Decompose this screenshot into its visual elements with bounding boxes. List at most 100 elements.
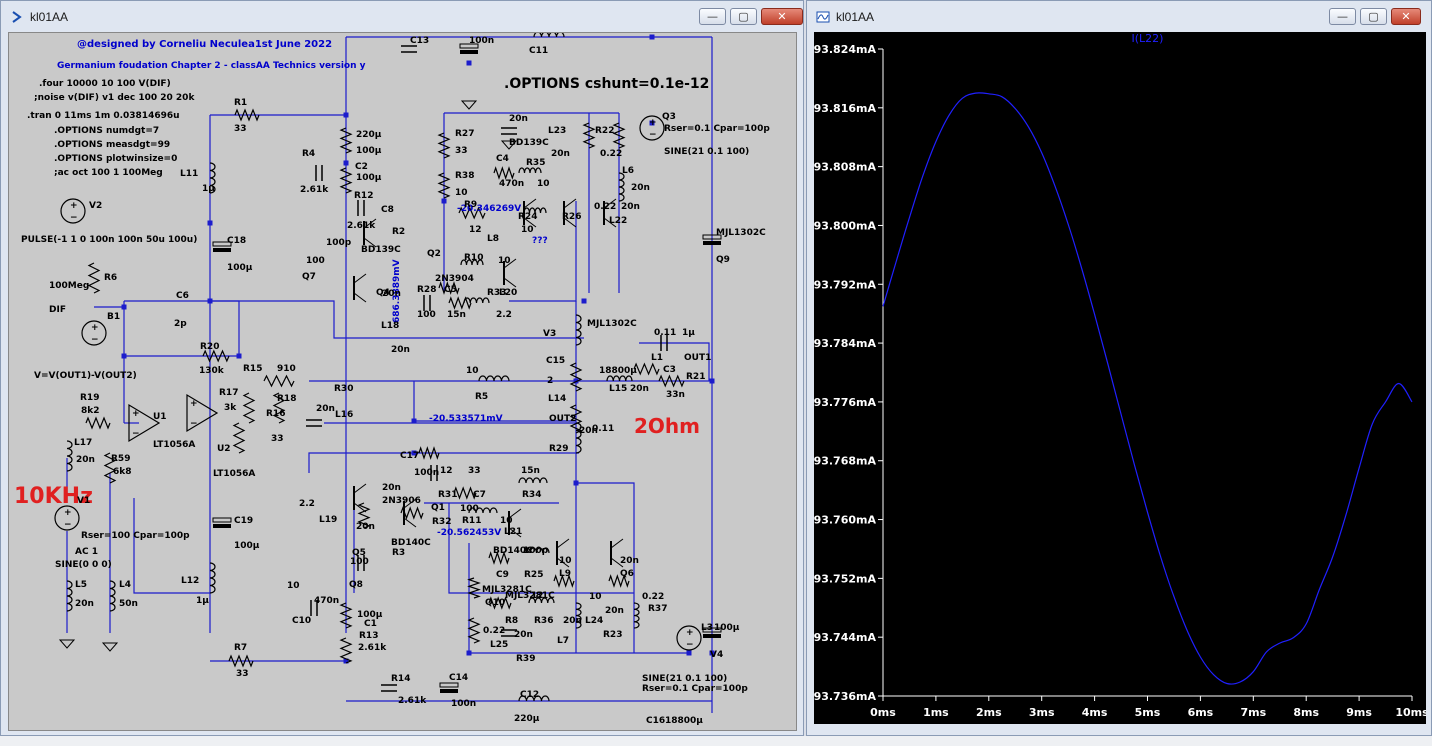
plus-sign: +	[132, 409, 140, 419]
schematic-canvas[interactable]: +−+−+−+−+−+−+−@designed by Corneliu Necu…	[8, 32, 797, 731]
electrolytic-capacitor-symbol	[460, 50, 478, 54]
component-label: R16	[266, 409, 285, 419]
component-label: 20n	[630, 384, 649, 394]
schematic-drawing[interactable]: +−+−+−+−+−+−+−@designed by Corneliu Necu…	[9, 33, 797, 731]
minimize-button[interactable]: —	[699, 8, 726, 25]
close-button[interactable]: ✕	[1391, 8, 1421, 25]
component-label: 100μ	[356, 146, 382, 156]
transistor-symbol	[610, 538, 624, 549]
component-label: C10	[292, 616, 311, 626]
transistor-symbol	[353, 502, 367, 513]
component-label: 2N3904	[435, 274, 474, 284]
junction-dot	[709, 650, 715, 656]
component-label: R26	[562, 212, 581, 222]
resistor-symbol	[658, 374, 685, 388]
component-label: R37	[648, 604, 667, 614]
resistor-symbol	[582, 122, 596, 149]
component-label: MJL3281C	[482, 585, 532, 595]
transistor-symbol	[503, 258, 517, 269]
resistor-symbol	[453, 486, 477, 500]
schematic-subtitle: Germanium foudation Chapter 2 - classAA …	[57, 61, 366, 71]
component-label: 10	[455, 188, 468, 198]
inductor-symbol	[109, 580, 116, 612]
close-button[interactable]: ✕	[761, 8, 803, 25]
x-tick-label: 3ms	[1029, 706, 1055, 719]
component-label: 20n	[76, 455, 95, 465]
component-label: C19	[234, 516, 253, 526]
v1-spec: Rser=100 Cpar=100p	[81, 531, 190, 541]
component-label: 3k	[224, 403, 237, 413]
component-label: C17	[400, 451, 419, 461]
waveform-titlebar[interactable]: kl01AA — ▢ ✕	[807, 1, 1431, 33]
wire	[576, 482, 635, 653]
maximize-button[interactable]: ▢	[1360, 8, 1387, 25]
component-label: L21	[504, 527, 522, 537]
component-label: R18	[277, 394, 296, 404]
series-line-I(L22)	[882, 92, 1413, 685]
junction-dot	[121, 353, 127, 359]
component-label: Q2	[427, 249, 441, 259]
component-label: 0.22	[483, 626, 505, 636]
wire	[639, 342, 710, 381]
component-label: R22	[595, 126, 614, 136]
x-tick-label: 7ms	[1240, 706, 1266, 719]
component-label: 10	[589, 592, 602, 602]
junction-dot	[573, 480, 579, 486]
component-label: 33	[236, 669, 249, 679]
inductor-symbol	[518, 477, 548, 484]
x-tick-label: 5ms	[1135, 706, 1161, 719]
y-tick-label: 93.760mA	[814, 514, 876, 527]
voltage-source-symbol	[60, 198, 86, 224]
resistor-symbol	[553, 574, 575, 588]
schematic-titlebar[interactable]: kl01AA — ▢ ✕	[1, 1, 803, 33]
maximize-button[interactable]: ▢	[730, 8, 757, 25]
electrolytic-capacitor-symbol	[212, 517, 232, 523]
voltage-source-symbol	[676, 625, 702, 651]
junction-dot	[411, 418, 417, 424]
junction-dot	[649, 120, 655, 126]
component-label: Q8	[349, 580, 363, 590]
plus-sign: +	[649, 118, 657, 128]
component-label: V3	[543, 329, 556, 339]
component-label: R13	[359, 631, 378, 641]
inductor-symbol	[575, 314, 582, 346]
component-label: 10	[537, 179, 550, 189]
node-voltage: -20.533571mV	[429, 414, 503, 424]
component-label: R29	[549, 444, 568, 454]
plus-sign: +	[686, 628, 694, 638]
waveform-viewer-icon	[816, 11, 830, 23]
inductor-symbol	[533, 33, 565, 38]
junction-dot	[649, 34, 655, 40]
component-label: R39	[516, 654, 535, 664]
x-tick-label: 1ms	[923, 706, 949, 719]
component-label: Q9	[716, 255, 730, 265]
ground-symbol	[500, 140, 518, 150]
component-label: 2N3906	[382, 496, 421, 506]
schematic-window[interactable]: kl01AA — ▢ ✕ +−+−+−+−+−+−+−@designed by …	[0, 0, 804, 736]
y-tick-label: 93.792mA	[814, 278, 876, 291]
component-label: 100	[417, 310, 436, 320]
component-label: L16	[335, 410, 353, 420]
ltspice-schematic-icon	[12, 11, 22, 23]
component-label: 2	[547, 376, 553, 386]
y-tick-label: 93.816mA	[814, 102, 876, 115]
component-label: 10	[521, 225, 534, 235]
component-label: R7	[234, 643, 247, 653]
component-label: L25	[490, 640, 508, 650]
component-label: 1μ	[202, 184, 215, 194]
component-label: 20n	[551, 149, 570, 159]
component-label: L14	[548, 394, 566, 404]
component-label: R4	[302, 149, 315, 159]
resistor-symbol	[228, 654, 254, 668]
waveform-chart[interactable]: 93.824mA93.816mA93.808mA93.800mA93.792mA…	[814, 32, 1430, 724]
component-label: Q3	[662, 112, 676, 122]
component-label: R15	[243, 364, 262, 374]
resistor-symbol	[608, 574, 630, 588]
component-label: L20	[499, 288, 517, 298]
minimize-button[interactable]: —	[1329, 8, 1356, 25]
plus-sign: +	[70, 201, 78, 211]
component-label: 0.11	[654, 328, 676, 338]
electrolytic-capacitor-symbol	[703, 241, 721, 245]
